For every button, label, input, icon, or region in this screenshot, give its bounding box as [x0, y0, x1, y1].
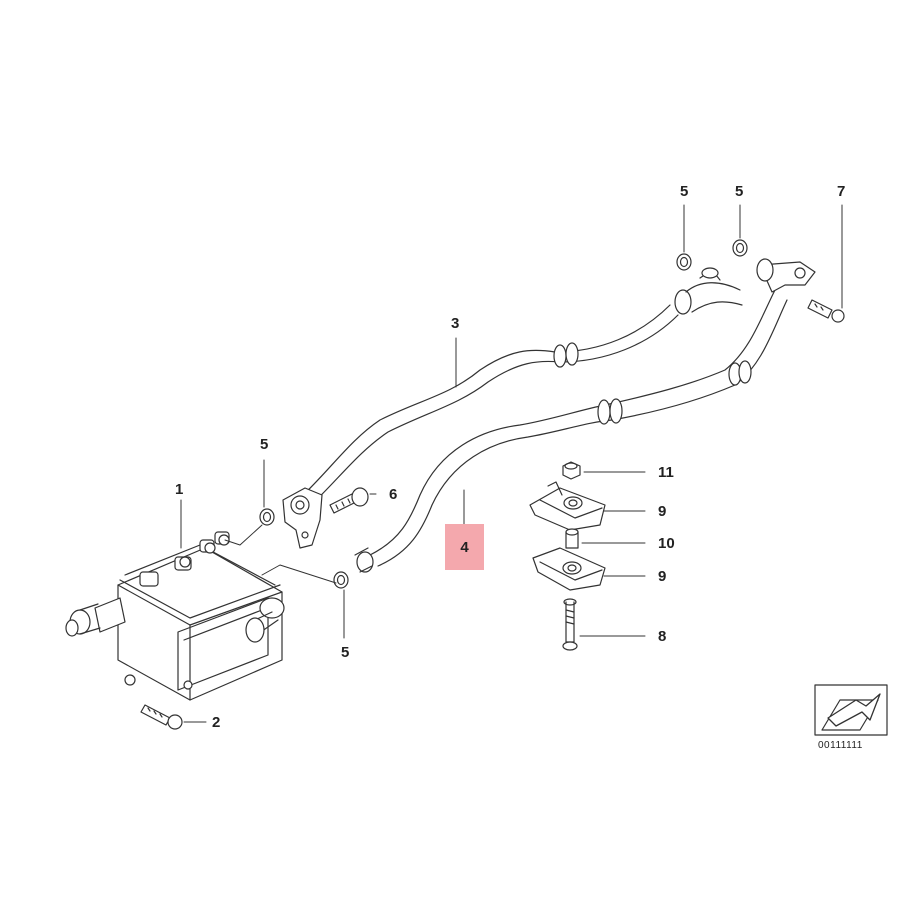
diagram-reference-code: 00111111: [818, 740, 863, 751]
view-reference-icon: [814, 684, 888, 736]
nut: [562, 461, 646, 480]
callout-oil-cooler: 1: [175, 481, 184, 498]
mount-bolt: [562, 598, 646, 651]
callout-seal-top-left: 5: [680, 183, 689, 200]
callout-flange-bolt: 7: [837, 183, 846, 200]
seal-mid-lower: [333, 571, 349, 589]
callout-seal-mid-lower: 5: [341, 644, 350, 661]
callout-spacer: 10: [658, 535, 675, 552]
seal-top-left: [676, 253, 692, 271]
callout-cooler-bolt: 2: [212, 714, 221, 731]
cooler-bolt: [140, 704, 207, 730]
spacer: [565, 528, 646, 549]
upper-oil-line: [282, 267, 743, 549]
oil-cooler: [65, 531, 285, 701]
flange-bolt: [807, 204, 845, 323]
bracket-lower: [532, 547, 646, 591]
callout-upper-line: 3: [451, 315, 460, 332]
bracket-upper: [529, 481, 646, 531]
seal-top-right: [732, 239, 748, 257]
seal-mid-upper: [259, 508, 275, 526]
callout-bracket-upper: 9: [658, 503, 667, 520]
callout-mount-bolt: 8: [658, 628, 667, 645]
callout-lower-line: 4: [460, 539, 469, 556]
callout-nut: 11: [658, 464, 674, 481]
lower-oil-line: [354, 258, 816, 573]
callout-seal-top-right: 5: [735, 183, 744, 200]
callout-banjo-bolt: 6: [389, 486, 398, 503]
callout-bracket-lower: 9: [658, 568, 667, 585]
banjo-bolt: [329, 487, 377, 514]
callout-lower-line-highlight: 4: [445, 524, 484, 570]
callout-seal-mid-upper: 5: [260, 436, 269, 453]
